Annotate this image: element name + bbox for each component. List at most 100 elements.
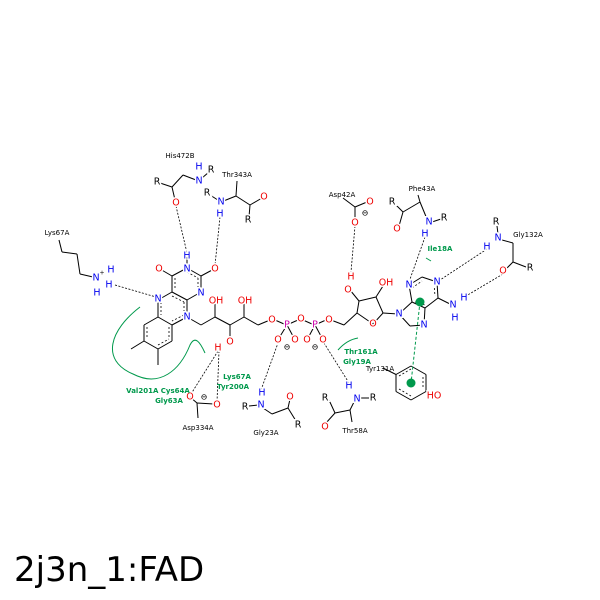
bond — [171, 186, 176, 201]
hydrophobic-label-ile18a: Ile18A — [428, 245, 453, 253]
bond — [288, 319, 299, 325]
atom-label-h: H — [347, 272, 354, 283]
bond — [334, 409, 351, 414]
bond — [143, 316, 159, 326]
bond — [235, 180, 238, 197]
bond — [262, 407, 273, 415]
bond — [157, 291, 173, 301]
atom-label-h: H — [451, 313, 458, 324]
bond — [417, 194, 421, 203]
bond — [287, 398, 291, 409]
bond — [408, 276, 423, 286]
bond — [79, 273, 94, 278]
bond — [325, 412, 336, 424]
atom-label-o: O — [274, 335, 281, 346]
atom-label-r: R — [493, 217, 500, 228]
bond — [171, 267, 188, 277]
bond — [248, 204, 251, 218]
hydrogen-bond-line — [465, 273, 504, 297]
hydrogen-bond-line — [114, 284, 157, 298]
atom-label-n: N — [405, 280, 412, 291]
atom-label-r: R — [154, 177, 161, 188]
bond — [130, 340, 145, 350]
atom-label-o: O — [344, 285, 351, 296]
bond — [349, 399, 356, 411]
bond — [382, 312, 399, 315]
hydrogen-bonds — [114, 205, 504, 403]
atom-label-o: O — [321, 422, 328, 433]
bond — [398, 211, 404, 227]
atom-label-o: O — [297, 314, 304, 325]
bond — [408, 284, 413, 303]
bond — [243, 316, 259, 326]
bond — [437, 297, 453, 306]
bond — [328, 399, 336, 414]
hydrophobic-label-lys67a: Lys67A — [223, 373, 251, 381]
atom-label-oh: OH — [379, 278, 394, 289]
atom-label-o: O — [260, 192, 267, 203]
hydrophobic-curve-val201a — [111, 306, 206, 380]
atom-label-oh: OH — [238, 296, 253, 307]
atom-label-o: O — [325, 315, 332, 326]
bond — [382, 367, 397, 375]
atom-label-o: O — [319, 335, 326, 346]
bond — [421, 276, 438, 283]
atom-label-plus: + — [99, 270, 104, 277]
pi-stacking-line — [410, 301, 421, 384]
residue-tyr131a: Tyr131A — [365, 365, 395, 373]
bond — [496, 225, 499, 235]
bond — [375, 296, 384, 314]
atom-label-o: O — [172, 198, 179, 209]
bond — [302, 319, 313, 325]
atom-label-r: R — [245, 215, 252, 226]
atom-label-o: O — [291, 335, 298, 346]
atom-label-r: R — [389, 197, 396, 208]
residue-gly132a: Gly132A — [513, 231, 543, 239]
bond — [186, 291, 202, 301]
atom-label-r: R — [370, 393, 377, 404]
bond — [501, 239, 514, 244]
atom-label-h: H — [183, 251, 190, 262]
bond — [201, 171, 210, 179]
bond — [372, 312, 384, 325]
bond — [171, 291, 188, 301]
bond — [410, 365, 427, 375]
atom-label-h: H — [483, 242, 490, 253]
atom-label-n: N — [154, 294, 161, 305]
atom-label-r: R — [295, 420, 302, 431]
atom-label-o: O — [211, 264, 218, 275]
bond — [402, 201, 421, 213]
bond — [316, 319, 327, 325]
atom-label-r: R — [527, 263, 534, 274]
bond — [354, 201, 368, 208]
atom-label-n: N — [217, 197, 224, 208]
bond — [143, 340, 159, 350]
pi-centroid-tyr131a — [406, 378, 416, 388]
atom-label-n: N — [353, 394, 360, 405]
atom-label-o: O — [186, 392, 193, 403]
bond — [200, 316, 216, 326]
bond — [249, 197, 263, 206]
bond — [342, 197, 356, 208]
residue-phe43a: Phe43A — [409, 185, 436, 193]
atom-label-n: N — [257, 400, 264, 411]
bond — [398, 301, 413, 315]
bond — [220, 195, 237, 203]
bond — [186, 316, 202, 326]
residue-asp334a: Asp334A — [182, 424, 213, 432]
bond — [76, 253, 81, 275]
bond — [419, 201, 428, 220]
residue-lys67a: Lys67A — [45, 229, 70, 237]
bond — [157, 340, 173, 350]
hydrogen-bond-line — [175, 205, 188, 254]
atom-label-h: H — [258, 388, 265, 399]
atom-label-ho: HO — [427, 391, 442, 402]
atom-label-o: O — [286, 392, 293, 403]
bond — [425, 391, 431, 395]
bond — [209, 194, 222, 203]
atom-label-p: P — [284, 320, 290, 331]
atom-label-minus: ⊖ — [362, 209, 369, 218]
hydrophobic-label-gly63a: Gly63A — [155, 397, 183, 405]
atom-label-h: H — [195, 162, 202, 173]
